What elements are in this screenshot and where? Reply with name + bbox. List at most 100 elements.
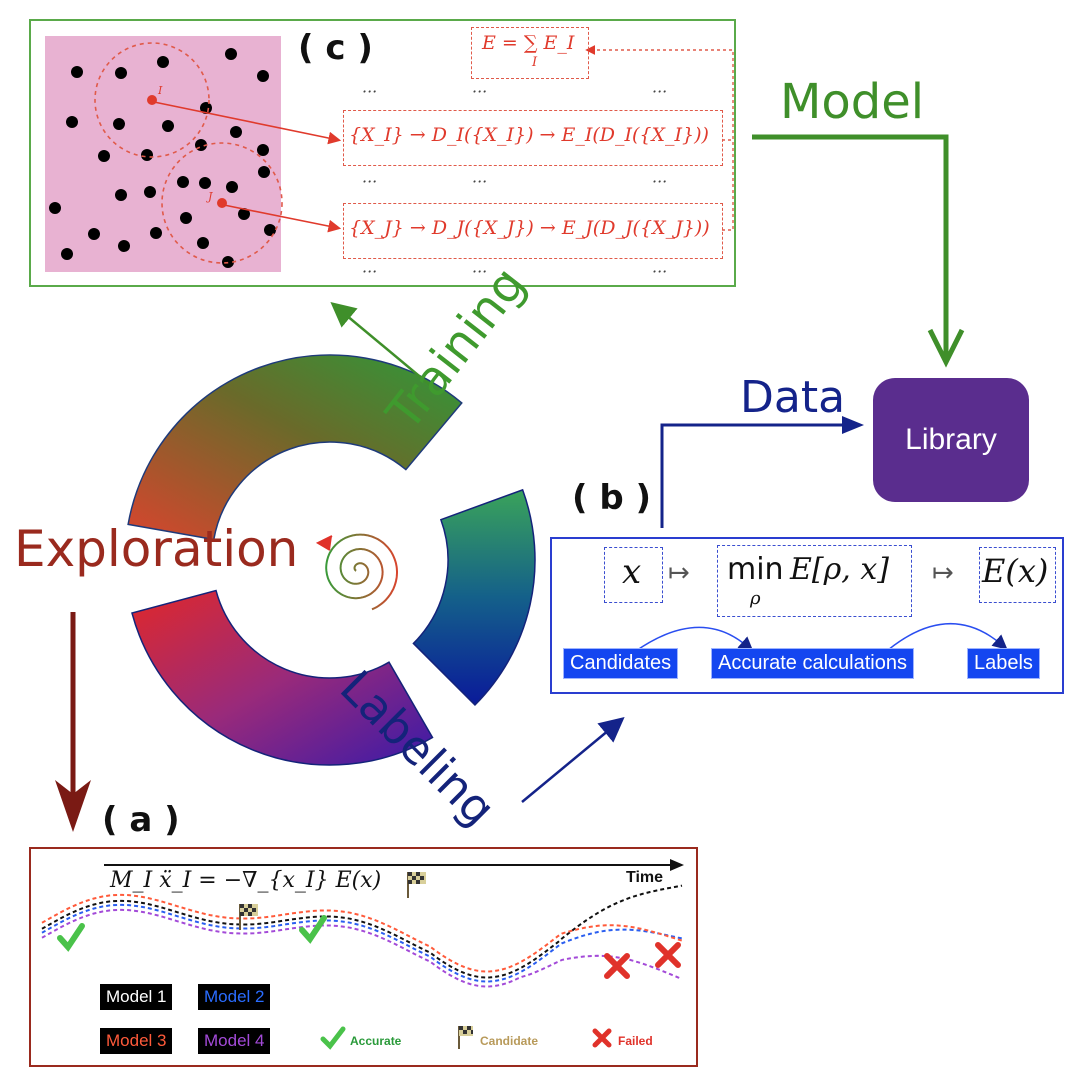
ellipsis: ··· <box>362 262 378 281</box>
panel-c-frame <box>29 19 736 287</box>
atom-i-label: I <box>158 84 163 97</box>
cross-icon <box>592 1028 612 1048</box>
exploration-arrowhead <box>55 780 91 832</box>
ellipsis: ··· <box>362 82 378 101</box>
atom-dot <box>199 177 211 189</box>
atom-j <box>217 198 227 208</box>
atom-dot <box>238 208 250 220</box>
atom-dot <box>118 240 130 252</box>
atom-dot <box>113 118 125 130</box>
atom-dot <box>230 126 242 138</box>
energy-functional: E[ρ, x] <box>790 552 889 587</box>
atom-dot <box>88 228 100 240</box>
checkered-flag-icon <box>239 904 258 930</box>
check-icon <box>299 915 327 944</box>
data-flow-arrowhead <box>842 416 864 434</box>
trajectory-model-3 <box>41 893 683 973</box>
maps-to-arrow: ↦ <box>932 558 954 588</box>
row-i-box <box>343 110 723 166</box>
atom-dot <box>144 186 156 198</box>
functional-box <box>717 545 912 617</box>
atom-dot <box>180 212 192 224</box>
check-icon <box>320 1026 346 1050</box>
legend-candidate: Candidate <box>480 1034 539 1048</box>
atom-dot <box>257 70 269 82</box>
atom-i <box>147 95 157 105</box>
accurate-calculations-tag: Accurate calculations <box>711 648 914 679</box>
legend-model-3: Model 3 <box>100 1028 173 1054</box>
atom-dot <box>197 237 209 249</box>
labeling-arc-segment <box>412 488 536 707</box>
atom-j-label: J <box>208 190 213 203</box>
atom-dot <box>226 181 238 193</box>
panel-a-label: ( a ) <box>102 800 180 840</box>
legend-model-1: Model 1 <box>100 984 173 1010</box>
legend-model-4: Model 4 <box>198 1028 271 1054</box>
labeling-arrow <box>521 717 625 803</box>
atom-box <box>45 36 281 272</box>
neighborhood-circle-j <box>161 142 283 264</box>
library-box: Library <box>873 378 1029 502</box>
training-arc-segment <box>127 354 463 541</box>
maps-to-arrow: ↦ <box>668 558 690 588</box>
legend-accurate: Accurate <box>350 1034 402 1048</box>
arrow-atom-i-to-row <box>153 101 342 145</box>
library-label: Library <box>905 423 997 456</box>
arrow-atom-j-to-row <box>223 204 342 233</box>
atom-dot <box>66 116 78 128</box>
exploration-arc-segment <box>131 589 434 766</box>
panel-c-label: ( c ) <box>298 28 373 68</box>
time-axis-arrowhead <box>670 859 684 871</box>
labels-tag: Labels <box>967 648 1040 679</box>
panel-b-frame <box>550 537 1064 694</box>
atom-dot <box>257 144 269 156</box>
data-flow-label: Data <box>740 372 846 423</box>
ellipsis: ··· <box>472 82 488 101</box>
arc-candidates-to-calc <box>632 626 754 654</box>
candidates-tag: Candidates <box>563 648 679 679</box>
panel-b-label: ( b ) <box>572 478 652 518</box>
atom-dot <box>157 56 169 68</box>
atom-dot <box>61 248 73 260</box>
sum-feedback-arrow <box>585 45 734 141</box>
descriptor-chain-i: {X_I} → D_I({X_I}) → E_I(D_I({X_I})) <box>349 124 709 146</box>
atom-dot <box>141 149 153 161</box>
arc-calc-to-labels <box>887 623 1008 651</box>
atom-dot <box>71 66 83 78</box>
min-subscript: ρ <box>750 588 761 609</box>
energy-sum-index: I <box>532 55 538 70</box>
panel-a-frame <box>29 847 698 1067</box>
checkered-flag-icon <box>458 1026 473 1049</box>
atom-dot <box>258 166 270 178</box>
data-flow-line <box>660 423 852 528</box>
legend-failed: Failed <box>618 1034 653 1048</box>
trajectory-model-1 <box>41 884 683 979</box>
atom-dot <box>162 120 174 132</box>
atom-dot <box>225 48 237 60</box>
exploration-label: Exploration <box>14 520 299 578</box>
energy-sum-box <box>471 27 589 79</box>
training-arrow <box>330 301 431 386</box>
atom-dot <box>264 224 276 236</box>
spiral-icon <box>325 533 398 611</box>
x-term-box <box>604 547 663 603</box>
spiral-arrowhead <box>315 535 333 551</box>
ellipsis: ··· <box>652 82 668 101</box>
model-flow-line <box>752 134 949 358</box>
ellipsis: ··· <box>362 172 378 191</box>
atom-dot <box>222 256 234 268</box>
model-flow-arrowhead <box>927 328 965 368</box>
legend-model-2: Model 2 <box>198 984 271 1010</box>
check-icon <box>57 923 85 952</box>
result-box <box>979 547 1056 603</box>
equation-of-motion: M_I ẍ_I = −∇_{x_I} E(x) <box>110 868 382 893</box>
x-term: x <box>622 552 642 592</box>
atom-dot <box>49 202 61 214</box>
ellipsis: ··· <box>652 172 668 191</box>
time-axis-label: Time <box>626 869 664 886</box>
model-flow-label: Model <box>780 74 925 130</box>
cross-icon <box>604 953 630 979</box>
atom-dot <box>150 227 162 239</box>
